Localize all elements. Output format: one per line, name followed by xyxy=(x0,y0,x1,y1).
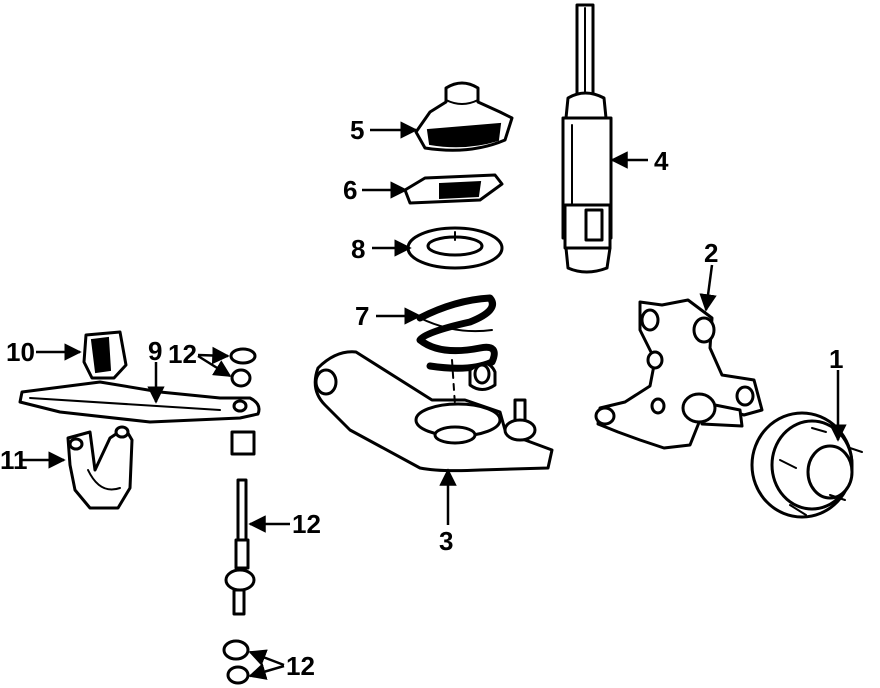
callout-2: 2 xyxy=(704,238,718,268)
callout-9: 9 xyxy=(148,336,162,366)
callout-3: 3 xyxy=(439,526,453,556)
stabilizer-bracket[interactable] xyxy=(66,425,134,510)
stabilizer-end-link[interactable] xyxy=(224,430,256,616)
leader-lines xyxy=(22,121,847,680)
coil-spring[interactable] xyxy=(416,294,498,372)
lower-control-arm[interactable] xyxy=(313,350,554,473)
callout-4: 4 xyxy=(654,146,669,176)
link-grommets-lower[interactable] xyxy=(222,639,250,685)
link-grommets-upper[interactable] xyxy=(229,347,257,388)
callout-12-lower: 12 xyxy=(286,651,315,681)
callout-12-upper: 12 xyxy=(168,339,197,369)
strut-bearing-plate[interactable] xyxy=(403,173,504,205)
callout-10: 10 xyxy=(6,337,35,367)
stabilizer-bushing[interactable] xyxy=(82,330,128,380)
callout-5: 5 xyxy=(350,115,364,145)
steering-knuckle[interactable] xyxy=(594,298,764,450)
upper-strut-mount[interactable] xyxy=(414,81,514,152)
stabilizer-bar[interactable] xyxy=(18,380,261,424)
callout-8: 8 xyxy=(351,234,365,264)
callout-11: 11 xyxy=(0,445,28,475)
callout-6: 6 xyxy=(343,175,357,205)
callout-1: 1 xyxy=(829,344,843,374)
wheel-hub[interactable] xyxy=(750,411,863,519)
callout-labels: 1 2 3 4 5 6 7 8 9 10 11 12 12 12 xyxy=(0,115,843,681)
callout-7: 7 xyxy=(355,301,369,331)
callout-12-link: 12 xyxy=(292,509,321,539)
spring-insulator[interactable] xyxy=(406,226,504,270)
strut-assembly[interactable] xyxy=(561,3,613,274)
